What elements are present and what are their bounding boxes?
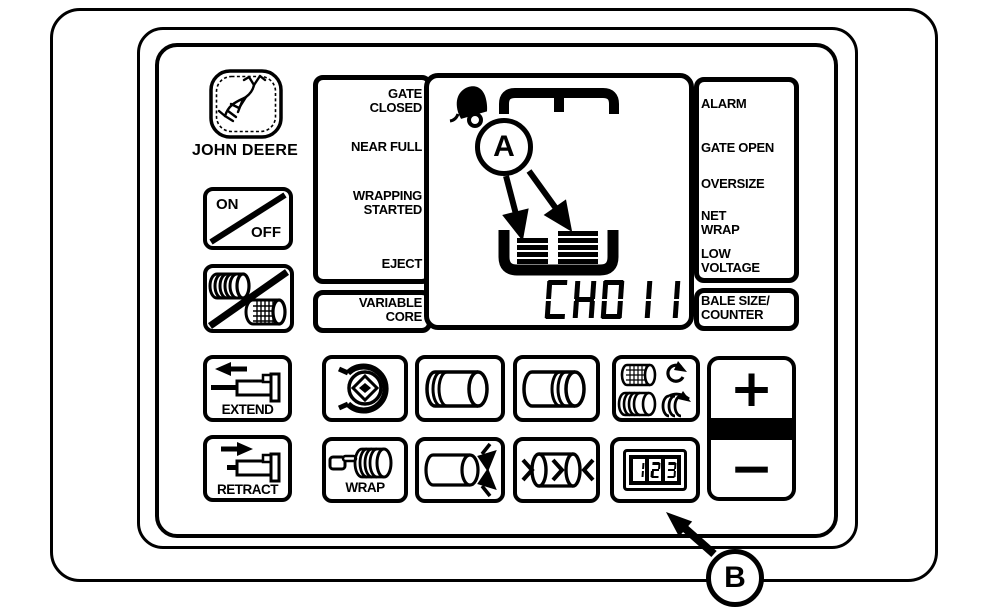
twine-net-rolls-slash-icon [207, 269, 290, 329]
indicator-net-wrap: NET WRAP [701, 208, 740, 237]
indicator-gate-closed: GATE CLOSED [369, 86, 423, 115]
panel-face-frame [155, 43, 838, 538]
wrap-button[interactable]: WRAP [322, 437, 408, 503]
left-indicator-box [313, 75, 432, 284]
indicator-oversize: OVERSIZE [701, 176, 765, 191]
counter-123-icon [623, 449, 687, 491]
indicator-alarm: ALARM [701, 96, 747, 111]
extend-button[interactable]: EXTEND [203, 355, 292, 422]
indicator-wrapping-started: WRAPPING STARTED [352, 188, 422, 217]
decrease-button[interactable]: − [707, 436, 796, 501]
cylinder-retract-icon [220, 441, 280, 482]
bale-counter-button[interactable] [610, 437, 700, 503]
minus-label: − [729, 438, 774, 499]
increase-button[interactable]: + [707, 356, 796, 422]
alarm-bell-icon [449, 86, 488, 128]
bale-density-button[interactable] [513, 437, 600, 503]
on-off-button[interactable]: ON OFF [203, 187, 293, 250]
off-label: OFF [251, 224, 281, 241]
counter-digit-1 [634, 462, 644, 478]
indicator-eject: EJECT [381, 256, 423, 271]
retract-label: RETRACT [217, 481, 279, 497]
wrap-material-select-button[interactable] [612, 355, 700, 422]
brand-name: JOHN DEERE [191, 142, 299, 159]
counter-digit-2 [650, 462, 660, 478]
bale-roll-left-layers-icon [425, 369, 489, 408]
belt-core-diamond-icon [337, 363, 389, 414]
cylinder-extend-icon [210, 361, 280, 402]
hand-wrap-roll-icon [328, 447, 393, 479]
housing-outer-frame [50, 8, 938, 582]
housing-middle-frame [137, 27, 858, 549]
bale-fill-bars-icon [517, 231, 598, 264]
bale-chamber-fill-icon [498, 230, 619, 276]
plus-minus-divider [707, 422, 796, 436]
john-deere-logo [208, 68, 284, 142]
gate-top-icon [499, 88, 619, 114]
right-indicator-box [694, 77, 799, 283]
callout-a: A [475, 118, 533, 176]
callout-b-arrow [666, 512, 717, 557]
counter-digit-3 [666, 462, 676, 478]
bale-layers-left-button[interactable] [415, 355, 505, 422]
bale-roll-right-layers-icon [521, 369, 586, 408]
indicator-gate-open: GATE OPEN [701, 140, 774, 155]
bale-diameter-arrows-icon [424, 442, 497, 498]
plus-label: + [729, 359, 774, 419]
retract-button[interactable]: RETRACT [203, 435, 292, 502]
indicator-low-voltage: LOW VOLTAGE [701, 246, 760, 275]
soft-core-button[interactable] [322, 355, 408, 422]
extend-label: EXTEND [221, 401, 274, 417]
callout-b: B [706, 549, 764, 607]
indicator-variable-core: VARIABLE CORE [358, 295, 422, 324]
bale-compress-arrows-icon [521, 452, 594, 488]
callout-a-arrows [502, 169, 573, 242]
leaping-deer-icon [217, 74, 267, 123]
bale-size-counter-box [694, 288, 799, 331]
indicator-near-full: NEAR FULL [351, 139, 422, 154]
bale-size-button[interactable] [415, 437, 505, 503]
wrap-material-onoff-button[interactable] [203, 264, 294, 333]
lcd-readout [544, 280, 681, 319]
on-off-slash-icon [209, 192, 287, 245]
on-label: ON [216, 196, 239, 213]
net-twine-rotation-icon [617, 360, 691, 417]
indicator-bale-size-counter: BALE SIZE/ COUNTER [701, 293, 770, 322]
john-deere-leaping-deer-logo [209, 69, 283, 139]
bale-layers-right-button[interactable] [513, 355, 600, 422]
wrap-label: WRAP [345, 480, 385, 495]
lcd-display: A [424, 73, 694, 330]
